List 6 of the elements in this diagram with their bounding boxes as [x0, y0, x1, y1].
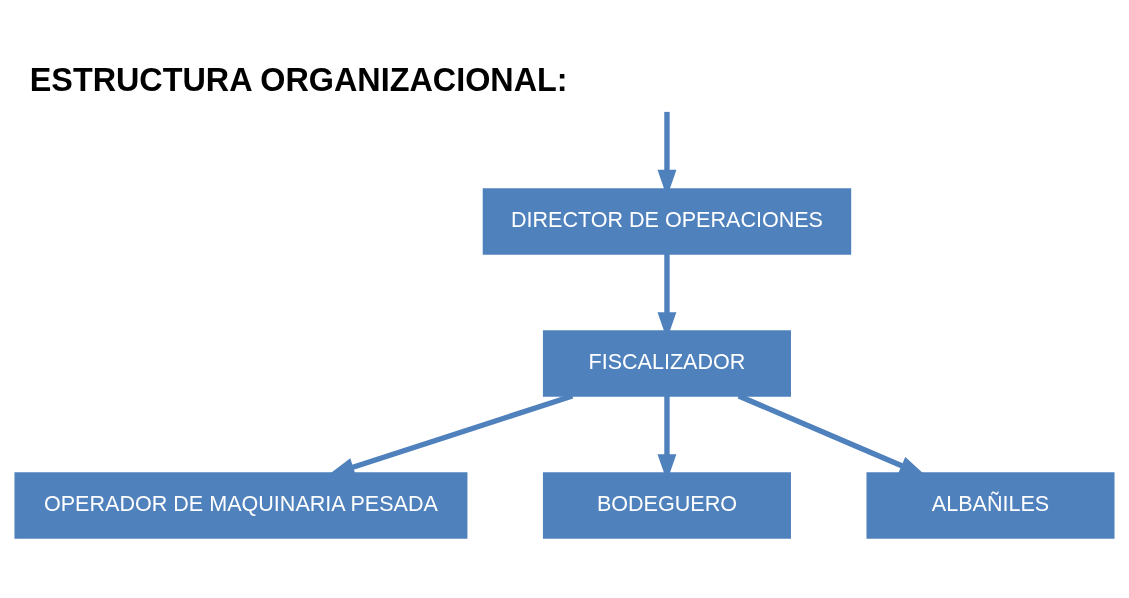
node-box: FISCALIZADOR [542, 330, 791, 397]
node-box: ALBAÑILES [866, 472, 1115, 539]
node-box: OPERADOR DE MAQUINARIA PESADA [14, 472, 468, 539]
node-box: DIRECTOR DE OPERACIONES [482, 188, 852, 255]
node-box: BODEGUERO [542, 472, 791, 539]
diagram-title: ESTRUCTURA ORGANIZACIONAL: [29, 62, 568, 99]
